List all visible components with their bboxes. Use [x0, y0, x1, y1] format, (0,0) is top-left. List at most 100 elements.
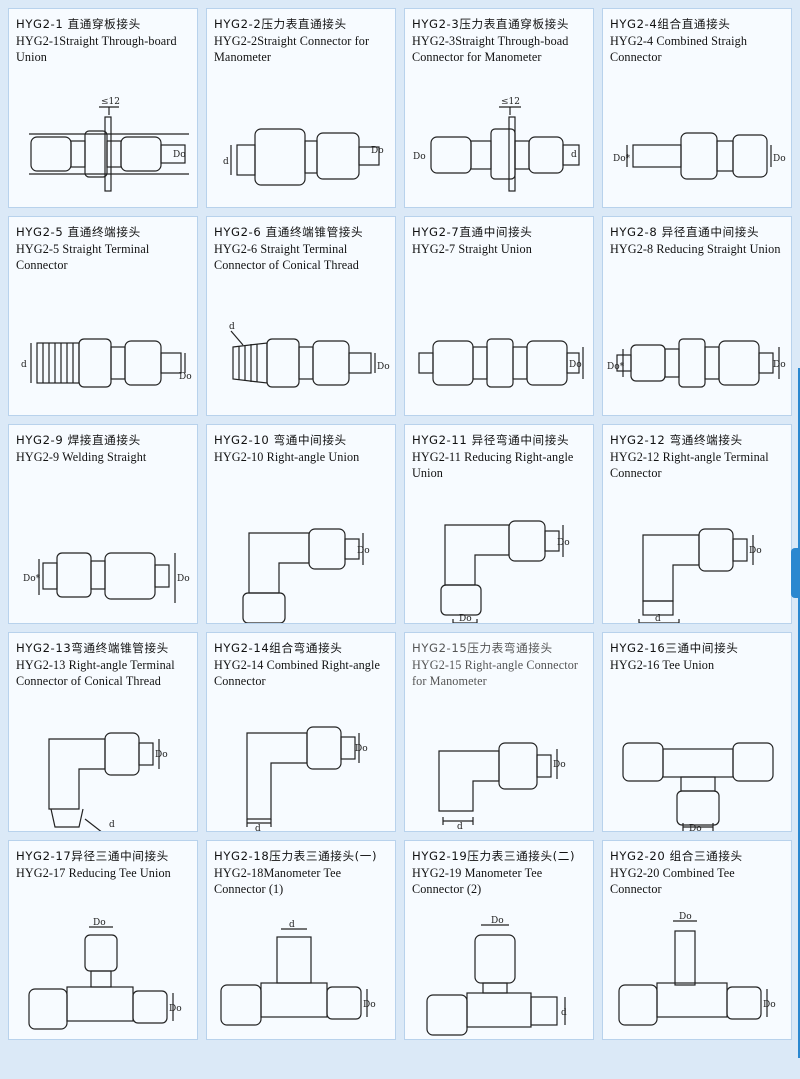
caption-en: HYG2-8 Reducing Straight Union [610, 241, 781, 256]
caption-en: HYG2-17 Reducing Tee Union [16, 865, 171, 880]
dimension-label: Do [355, 744, 368, 754]
fitting-card-hyg2-19: HYG2-19压力表三通接头(二) HYG2-19 Manometer Tee … [404, 840, 594, 1040]
fitting-drawing: Do* Do [603, 287, 791, 415]
caption-cn: HYG2-10 弯通中间接头 [214, 433, 347, 447]
caption-cn: HYG2-4组合直通接头 [610, 17, 731, 31]
fitting-drawing: Do Do [9, 911, 197, 1039]
dimension-label: d [21, 360, 27, 370]
caption-cn: HYG2-2压力表直通接头 [214, 17, 347, 31]
dimension-label: ≤12 [501, 97, 520, 107]
dimension-label: Do [179, 372, 192, 382]
fitting-drawing: d Do [603, 495, 791, 624]
dimension-label: Do [413, 152, 426, 162]
fitting-caption: HYG2-3压力表直通穿板接头 HYG2-3Straight Through-b… [412, 16, 589, 66]
caption-cn: HYG2-9 焊接直通接头 [16, 433, 141, 447]
fitting-drawing: d Do [405, 703, 593, 831]
dimension-label: d [571, 150, 577, 160]
dimension-label: Do [169, 1004, 182, 1014]
dimension-label: d [223, 157, 229, 167]
fitting-card-hyg2-18: HYG2-18压力表三通接头(一) HYG2-18Manometer Tee C… [206, 840, 396, 1040]
dimension-label: Do [459, 614, 472, 624]
caption-en: HYG2-6 Straight Terminal Connector of Co… [214, 241, 359, 273]
dimension-label: Do [557, 538, 570, 548]
caption-en: HYG2-16 Tee Union [610, 657, 715, 672]
fitting-drawing: Do [603, 703, 791, 831]
fitting-card-hyg2-3: HYG2-3压力表直通穿板接头 HYG2-3Straight Through-b… [404, 8, 594, 208]
fitting-caption: HYG2-8 异径直通中间接头 HYG2-8 Reducing Straight… [610, 224, 787, 257]
fitting-card-hyg2-8: HYG2-8 异径直通中间接头 HYG2-8 Reducing Straight… [602, 216, 792, 416]
dimension-label: ≤12 [101, 97, 120, 107]
dimension-label: Do [155, 750, 168, 760]
caption-en: HYG2-4 Combined Straigh Connector [610, 33, 748, 65]
caption-cn: HYG2-5 直通终端接头 [16, 225, 141, 239]
dimension-label: d [561, 1008, 567, 1018]
dimension-label: Do [749, 546, 762, 556]
dimension-label: d [655, 614, 661, 624]
fitting-card-hyg2-15: HYG2-15压力表弯通接头 HYG2-15 Right-angle Conne… [404, 632, 594, 832]
fitting-drawing: ≤12 Do d [405, 79, 593, 207]
caption-en: HYG2-5 Straight Terminal Connector [16, 241, 150, 273]
caption-en: HYG2-11 Reducing Right-angle Union [412, 449, 574, 481]
fitting-drawing: d Do [9, 287, 197, 415]
caption-en: HYG2-2Straight Connector for Manometer [214, 33, 370, 65]
caption-cn: HYG2-14组合弯通接头 [214, 641, 343, 655]
dimension-label: Do [553, 760, 566, 770]
fitting-drawing: d Do [207, 287, 395, 415]
page-edge-tab [791, 548, 800, 598]
fitting-drawing: Do Do [405, 495, 593, 624]
dimension-label: Do* [23, 574, 41, 584]
fitting-card-hyg2-13: HYG2-13弯通终端锥管接头 HYG2-13 Right-angle Term… [8, 632, 198, 832]
fitting-caption: HYG2-13弯通终端锥管接头 HYG2-13 Right-angle Term… [16, 640, 193, 690]
fitting-card-hyg2-14: HYG2-14组合弯通接头 HYG2-14 Combined Right-ang… [206, 632, 396, 832]
caption-en: HYG2-9 Welding Straight [16, 449, 147, 464]
fitting-drawing: Do [405, 287, 593, 415]
fitting-caption: HYG2-2压力表直通接头 HYG2-2Straight Connector f… [214, 16, 391, 66]
dimension-label: d [255, 824, 261, 832]
caption-cn: HYG2-8 异径直通中间接头 [610, 225, 760, 239]
fitting-drawing: Do [207, 495, 395, 623]
fitting-drawing: ≤12 Do [9, 79, 197, 207]
dimension-label: Do [569, 360, 582, 370]
fitting-caption: HYG2-4组合直通接头 HYG2-4 Combined Straigh Con… [610, 16, 787, 66]
fitting-card-hyg2-7: HYG2-7直通中间接头 HYG2-7 Straight Union Do [404, 216, 594, 416]
fitting-caption: HYG2-15压力表弯通接头 HYG2-15 Right-angle Conne… [412, 640, 589, 690]
dimension-label: Do [173, 150, 186, 160]
dimension-label: Do [763, 1000, 776, 1010]
caption-cn: HYG2-7直通中间接头 [412, 225, 533, 239]
caption-cn: HYG2-20 组合三通接头 [610, 849, 743, 863]
caption-cn: HYG2-15压力表弯通接头 [412, 641, 553, 655]
fitting-drawing: d Do [207, 703, 395, 832]
caption-en: HYG2-3Straight Through-boad Connector fo… [412, 33, 569, 65]
page-edge-accent-bar [798, 368, 800, 1058]
fitting-caption: HYG2-19压力表三通接头(二) HYG2-19 Manometer Tee … [412, 848, 589, 898]
caption-cn: HYG2-11 异径弯通中间接头 [412, 433, 570, 447]
caption-cn: HYG2-6 直通终端锥管接头 [214, 225, 364, 239]
caption-en: HYG2-19 Manometer Tee Connector (2) [412, 865, 543, 897]
fitting-caption: HYG2-9 焊接直通接头 HYG2-9 Welding Straight [16, 432, 193, 465]
fitting-caption: HYG2-7直通中间接头 HYG2-7 Straight Union [412, 224, 589, 257]
fitting-caption: HYG2-16三通中间接头 HYG2-16 Tee Union [610, 640, 787, 673]
fitting-drawing: Do Do [603, 911, 791, 1039]
dimension-label: Do* [613, 154, 631, 164]
caption-en: HYG2-1Straight Through-board Union [16, 33, 177, 65]
fitting-caption: HYG2-5 直通终端接头 HYG2-5 Straight Terminal C… [16, 224, 193, 274]
dimension-label: Do [679, 912, 692, 922]
fitting-caption: HYG2-18压力表三通接头(一) HYG2-18Manometer Tee C… [214, 848, 391, 898]
caption-en: HYG2-12 Right-angle Terminal Connector [610, 449, 769, 481]
fitting-card-hyg2-5: HYG2-5 直通终端接头 HYG2-5 Straight Terminal C… [8, 216, 198, 416]
fitting-caption: HYG2-10 弯通中间接头 HYG2-10 Right-angle Union [214, 432, 391, 465]
fitting-drawing: Do* Do [9, 495, 197, 623]
caption-cn: HYG2-12 弯通终端接头 [610, 433, 743, 447]
caption-cn: HYG2-19压力表三通接头(二) [412, 849, 576, 863]
fitting-card-hyg2-20: HYG2-20 组合三通接头 HYG2-20 Combined Tee Conn… [602, 840, 792, 1040]
fitting-drawing: d Do [9, 703, 197, 831]
caption-en: HYG2-14 Combined Right-angle Connector [214, 657, 380, 689]
fitting-card-hyg2-9: HYG2-9 焊接直通接头 HYG2-9 Welding Straight Do… [8, 424, 198, 624]
fitting-caption: HYG2-20 组合三通接头 HYG2-20 Combined Tee Conn… [610, 848, 787, 898]
caption-cn: HYG2-18压力表三通接头(一) [214, 849, 378, 863]
fitting-drawing: Do d [405, 911, 593, 1039]
fitting-card-hyg2-11: HYG2-11 异径弯通中间接头 HYG2-11 Reducing Right-… [404, 424, 594, 624]
fitting-card-hyg2-2: HYG2-2压力表直通接头 HYG2-2Straight Connector f… [206, 8, 396, 208]
fitting-caption: HYG2-11 异径弯通中间接头 HYG2-11 Reducing Right-… [412, 432, 589, 482]
fitting-card-hyg2-16: HYG2-16三通中间接头 HYG2-16 Tee Union Do [602, 632, 792, 832]
